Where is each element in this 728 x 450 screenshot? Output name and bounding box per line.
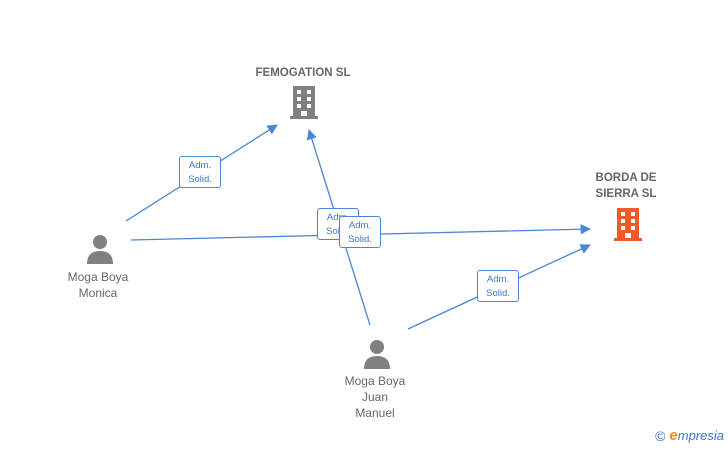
- person-icon[interactable]: [85, 233, 115, 265]
- company-label-femogation[interactable]: FEMOGATION SL: [255, 67, 351, 79]
- person-label-monica[interactable]: Moga Boya Monica: [67, 270, 129, 300]
- person-label-juan[interactable]: Moga Boya Juan Manuel: [344, 374, 406, 420]
- edge-label-juan-borda[interactable]: Adm. Solid.: [477, 270, 519, 302]
- building-icon[interactable]: [288, 84, 320, 120]
- person-icon[interactable]: [362, 338, 392, 370]
- brand-logo: empresia: [669, 427, 724, 444]
- copyright-icon: ©: [655, 427, 666, 444]
- company-label-borda[interactable]: BORDA DE SIERRA SL: [595, 172, 657, 200]
- edge-label-monica-femogation[interactable]: Adm. Solid.: [179, 156, 221, 188]
- edge-label-juan-femogation[interactable]: Adm. Solid.: [339, 216, 381, 248]
- empresia-watermark: © empresia: [655, 427, 724, 444]
- building-icon[interactable]: [612, 206, 644, 242]
